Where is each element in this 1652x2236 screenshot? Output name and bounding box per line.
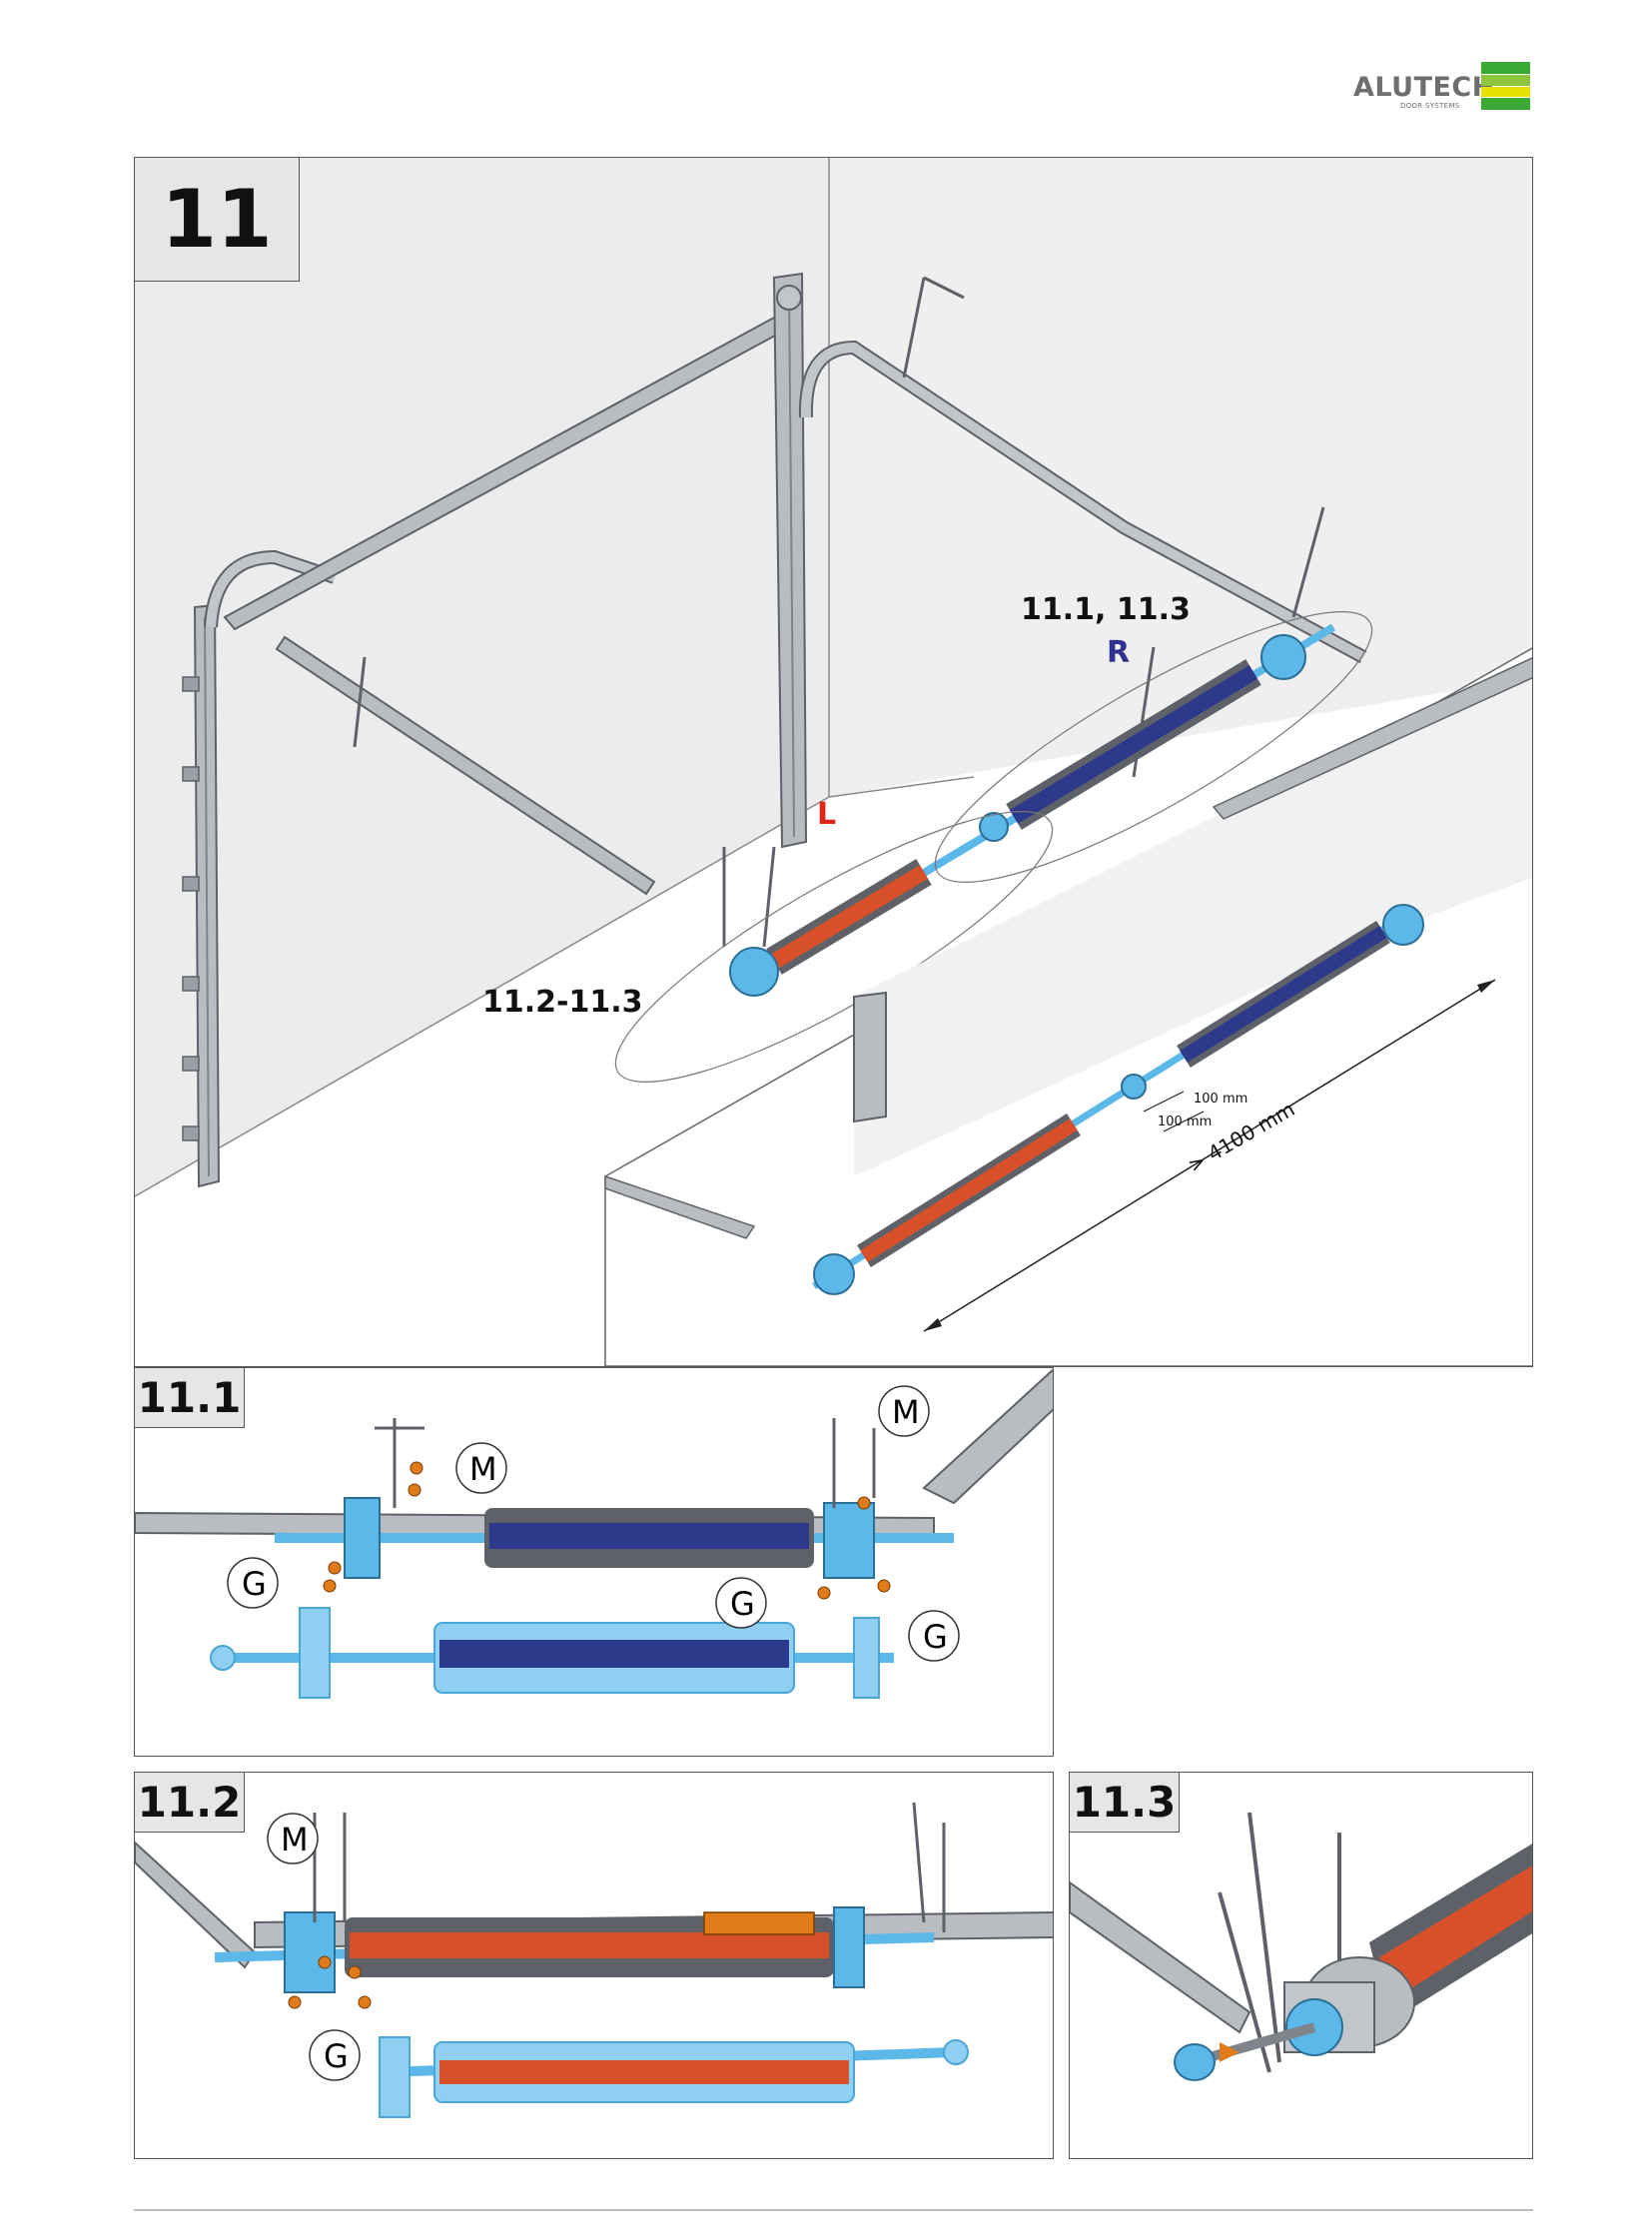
detail-11-2-illustration (135, 1802, 1053, 2118)
detail-11-2-panel: 11.2 M G (134, 1772, 1054, 2159)
callout-left-group: 11.2-11.3 (482, 985, 643, 1020)
dimension-offset-b: 100 mm (1158, 1115, 1213, 1129)
detail-11-3-panel: 11.3 (1069, 1772, 1533, 2159)
main-step-panel: 11 11.1, 11.3 R L 11.2-11.3 100 mm 100 m… (134, 157, 1533, 1367)
detail-11-1-illustration (135, 1368, 1053, 1699)
detail-11-2-tag: 11.2 (135, 1773, 245, 1833)
marker-g-4: G (324, 2037, 349, 2075)
marker-m-1: M (469, 1450, 497, 1488)
detail-11-3-illustration (1070, 1812, 1532, 2081)
detail-11-1-tag: 11.1 (135, 1368, 245, 1428)
dimension-offset-a: 100 mm (1194, 1092, 1248, 1107)
marker-g-1: G (242, 1565, 267, 1603)
logo-stripes-icon (1481, 62, 1530, 110)
step-number-tag: 11 (135, 158, 300, 282)
marker-g-3: G (923, 1618, 948, 1656)
alutech-logo: ALUTECH DOOR SYSTEMS (1353, 58, 1533, 118)
callout-left-side: L (817, 797, 837, 832)
logo-wordmark: ALUTECH (1353, 72, 1495, 103)
detail-11-1-panel: 11.1 M M G G G (134, 1367, 1054, 1757)
marker-m-2: M (892, 1393, 920, 1431)
logo-tagline: DOOR SYSTEMS (1400, 102, 1460, 110)
marker-g-2: G (730, 1585, 755, 1623)
main-illustration (135, 158, 1532, 1366)
callout-right-side: R (1107, 635, 1131, 670)
footer-rule (134, 2209, 1533, 2211)
marker-m-3: M (281, 1821, 309, 1859)
detail-11-3-tag: 11.3 (1070, 1773, 1180, 1833)
callout-right-group: 11.1, 11.3 (1021, 592, 1191, 627)
